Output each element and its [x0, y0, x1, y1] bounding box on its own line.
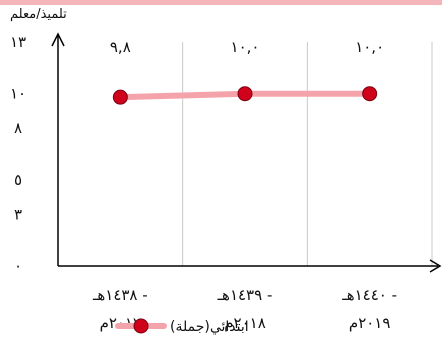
grid-lines: [182, 42, 433, 266]
data-labels: ٩,٨ ١٠,٠ ١٠,٠: [110, 38, 384, 56]
data-point: [112, 89, 128, 105]
x-tick-label: ١٤٣٩هـ -: [217, 286, 273, 304]
x-tick-label: ١٤٤٠هـ -: [341, 286, 397, 304]
x-tick-label: ١٤٣٨هـ -: [92, 286, 148, 304]
x-axis-arrow: [429, 259, 442, 273]
legend: ابتدائي(جملة): [115, 318, 249, 335]
data-label: ١٠,٠: [231, 38, 260, 56]
y-tick-label: ١٠: [10, 85, 26, 103]
y-tick-label: ٠: [14, 257, 22, 275]
legend-marker: [133, 318, 149, 334]
y-tick-label: ١٣: [10, 33, 26, 51]
data-label: ١٠,٠: [355, 38, 384, 56]
y-tick-label: ٥: [14, 171, 22, 189]
top-border: [0, 0, 442, 5]
data-point: [237, 86, 253, 102]
x-tick-label-year: ٢٠١٩م: [349, 314, 391, 332]
y-tick-label: ٨: [14, 119, 22, 137]
y-axis-arrow: [51, 32, 65, 47]
legend-label: ابتدائي(جملة): [170, 319, 249, 335]
series: [112, 86, 378, 105]
data-label: ٩,٨: [110, 38, 131, 56]
axes: [51, 32, 442, 273]
y-tick-labels: ٠ ٣ ٥ ٨ ١٠ ١٣: [10, 33, 26, 275]
x-tick-label-year: ٢٠١٨م: [224, 314, 266, 332]
y-tick-label: ٣: [14, 205, 22, 223]
data-point: [362, 86, 378, 102]
y-axis-label: تلميذ/معلم: [10, 7, 67, 22]
